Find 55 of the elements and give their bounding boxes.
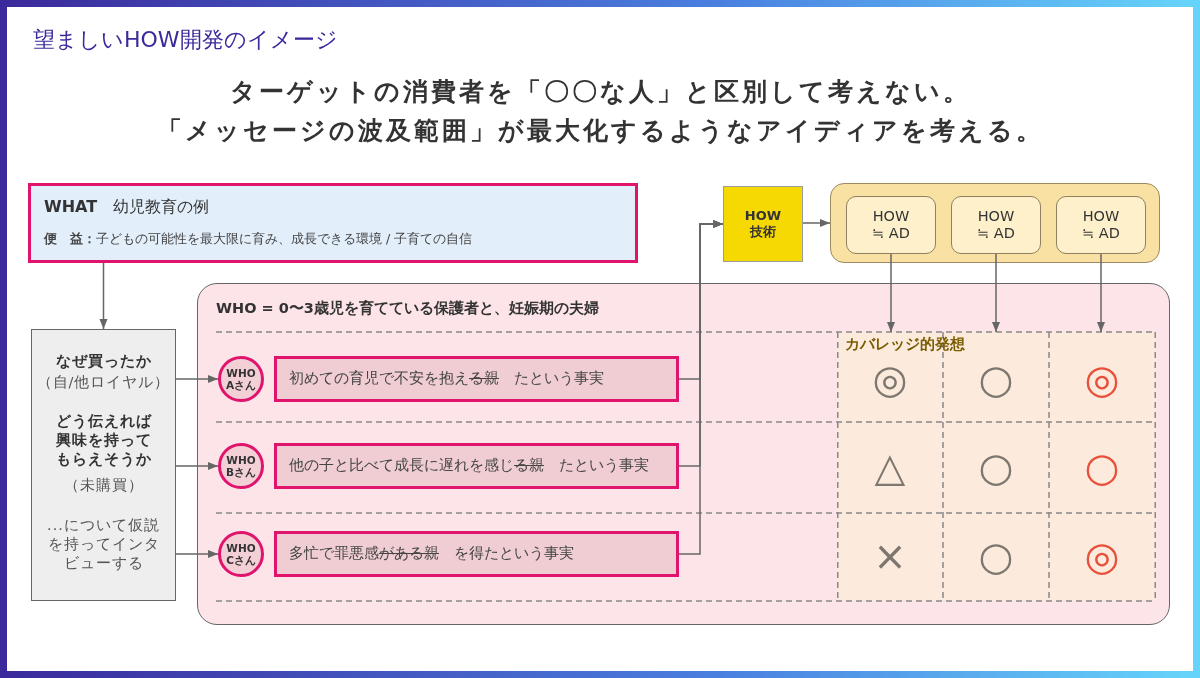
- coverage-grid: [837, 332, 1156, 601]
- hypothesis-box: [31, 329, 176, 601]
- ad-idea-box: [1056, 196, 1146, 254]
- arrow: [992, 253, 1000, 333]
- rating-mark: △: [874, 447, 906, 487]
- arrow: [802, 219, 831, 227]
- persona-label: WHO Aさん: [224, 366, 258, 392]
- fact-text: 多忙で罪悪感がある親 を得たという事実: [289, 545, 574, 563]
- persona-circle: [218, 443, 264, 489]
- target-panel: [197, 283, 1170, 625]
- ad-idea-box: [846, 196, 936, 254]
- fact-box: [274, 356, 679, 402]
- rating-mark: ○: [1084, 447, 1120, 487]
- arrow: [175, 550, 219, 558]
- benefit-text: 便 益：子どもの可能性を最大限に育み、成長できる環境 / 子育ての自信: [44, 231, 473, 248]
- fact-box: [274, 443, 679, 489]
- fact-box: [274, 531, 679, 577]
- persona-circle: [218, 531, 264, 577]
- rating-mark: ○: [978, 447, 1014, 487]
- fact-text: 初めての育児で不安を抱える親 たという事実: [289, 370, 604, 388]
- box-label: HOW ≒ AD: [976, 207, 1016, 243]
- persona-label: WHO Cさん: [225, 541, 257, 567]
- rating-mark: ◎: [872, 359, 908, 399]
- idea-group: [830, 183, 1160, 263]
- persona-label: WHO Bさん: [225, 453, 257, 479]
- arrow: [1097, 253, 1105, 333]
- box-label: HOW 技術: [743, 208, 783, 240]
- persona-circle: [218, 356, 264, 402]
- fact-text: 他の子と比べて成長に遅れを感じる親 たという事実: [289, 457, 649, 475]
- rating-mark: ○: [978, 536, 1014, 576]
- rating-mark: ○: [978, 359, 1014, 399]
- note-text: （未購買）: [63, 476, 144, 495]
- box-label: HOW ≒ AD: [871, 207, 911, 243]
- example-box: [28, 183, 638, 263]
- note-text: ...について仮説を持ってインタビューする: [46, 516, 161, 573]
- rating-mark: ◎: [1084, 359, 1120, 399]
- box-label: HOW ≒ AD: [1081, 207, 1121, 243]
- arrow: [678, 220, 724, 555]
- arrow: [175, 375, 219, 383]
- question-text: なぜ買ったか: [55, 352, 152, 371]
- headline-text: 「メッセージの波及範囲」が最大化するようなアイディアを考える。: [156, 115, 1044, 147]
- area-title: カバレッジ的発想: [845, 335, 965, 355]
- headline-text: ターゲットの消費者を「〇〇な人」と区別して考えない。: [229, 76, 971, 108]
- panel-title: WHO = 0〜3歳児を育てている保護者と、妊娠期の夫婦: [216, 299, 599, 318]
- note-text: （自/他ロイヤル）: [36, 373, 171, 392]
- rating-mark: ×: [873, 536, 907, 576]
- arrow: [175, 462, 219, 470]
- ad-idea-box: [951, 196, 1041, 254]
- rating-mark: ◎: [1084, 536, 1120, 576]
- question-text: どう伝えれば興味を持ってもらえそうか: [54, 412, 153, 469]
- technology-box: [723, 186, 803, 262]
- box-heading: WHAT 幼児教育の例: [44, 197, 210, 218]
- arrow: [887, 253, 895, 333]
- slide-title: 望ましいHOW開発のイメージ: [33, 26, 338, 54]
- arrow: [99, 262, 108, 330]
